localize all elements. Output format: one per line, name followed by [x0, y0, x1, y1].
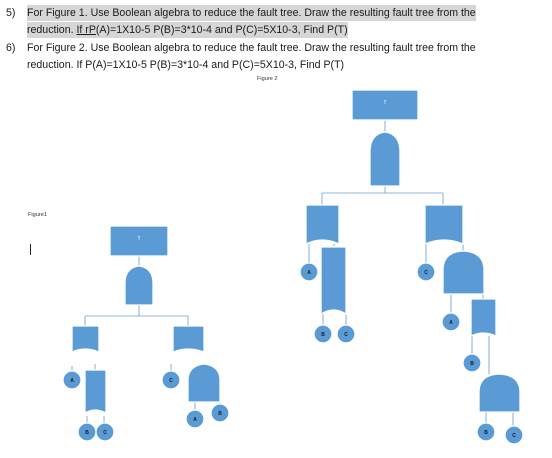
- basic-event-circle: [62, 370, 82, 390]
- question-5-if: If: [76, 24, 83, 36]
- text-cursor: [30, 244, 31, 255]
- basic-event-circle: [504, 425, 524, 445]
- basic-event-label: A: [193, 417, 197, 423]
- basic-event-circle: [299, 262, 319, 282]
- question-5-line-2: reduction. If rP(A)=1X10-5 P(B)=3*10-4 a…: [27, 22, 348, 38]
- or-gate: [305, 204, 340, 246]
- and-gate: [369, 131, 401, 187]
- question-6-line-2: reduction. If P(A)=1X10-5 P(B)=3*10-4 an…: [27, 59, 345, 71]
- question-6-line-1: For Figure 2. Use Boolean algebra to red…: [27, 42, 476, 54]
- or-gate: [470, 298, 497, 338]
- figure-1-label: Figure1: [28, 212, 47, 218]
- and-gate: [124, 265, 154, 306]
- figure-2-tree: T A B C C A B B C: [299, 89, 524, 445]
- basic-event-circle: [336, 324, 356, 344]
- figure-2-label: Figure 2: [257, 76, 278, 82]
- basic-event-label: B: [85, 430, 89, 436]
- basic-event-circle: [161, 370, 181, 390]
- basic-event-label: A: [449, 320, 453, 326]
- basic-event-circle: [441, 312, 461, 332]
- question-5-line-2-start: reduction.: [27, 24, 77, 36]
- basic-event-circle: [313, 324, 333, 344]
- basic-event-label: B: [470, 361, 474, 367]
- top-event-box: [109, 225, 169, 257]
- or-gate: [172, 325, 205, 353]
- top-event-label: T: [137, 236, 140, 242]
- basic-event-label: A: [307, 270, 311, 276]
- basic-event-circle: [95, 422, 115, 442]
- and-gate: [187, 363, 221, 403]
- question-5-number: 5): [6, 7, 16, 19]
- basic-event-label: B: [321, 332, 325, 338]
- basic-event-label: C: [424, 270, 428, 276]
- top-event-box: [351, 89, 419, 121]
- or-gate: [84, 369, 107, 415]
- or-gate: [71, 325, 100, 354]
- basic-event-circle: [416, 262, 436, 282]
- question-5-line-2-rest: (A)=1X10-5 P(B)=3*10-4 and P(C)=5X10-3, …: [95, 24, 348, 36]
- basic-event-circle: [185, 409, 205, 429]
- basic-event-label: C: [344, 332, 348, 338]
- basic-event-circle: [462, 353, 482, 373]
- basic-event-label: B: [484, 430, 488, 436]
- and-gate: [442, 250, 485, 295]
- and-gate: [478, 373, 521, 413]
- basic-event-label: C: [512, 433, 516, 439]
- basic-event-circle: [476, 422, 496, 442]
- figure-1-tree: T A B C C A B: [62, 225, 230, 442]
- or-gate: [320, 246, 347, 316]
- basic-event-circle: [210, 403, 230, 423]
- question-5-typo: rP: [82, 24, 96, 36]
- basic-event-label: C: [169, 378, 173, 384]
- basic-event-label: C: [103, 430, 107, 436]
- top-event-label: T: [383, 100, 386, 106]
- basic-event-label: B: [218, 411, 222, 417]
- or-gate: [424, 204, 464, 245]
- question-5-line-1: For Figure 1. Use Boolean algebra to red…: [27, 5, 476, 21]
- basic-event-label: A: [70, 378, 74, 384]
- question-6-number: 6): [6, 42, 16, 54]
